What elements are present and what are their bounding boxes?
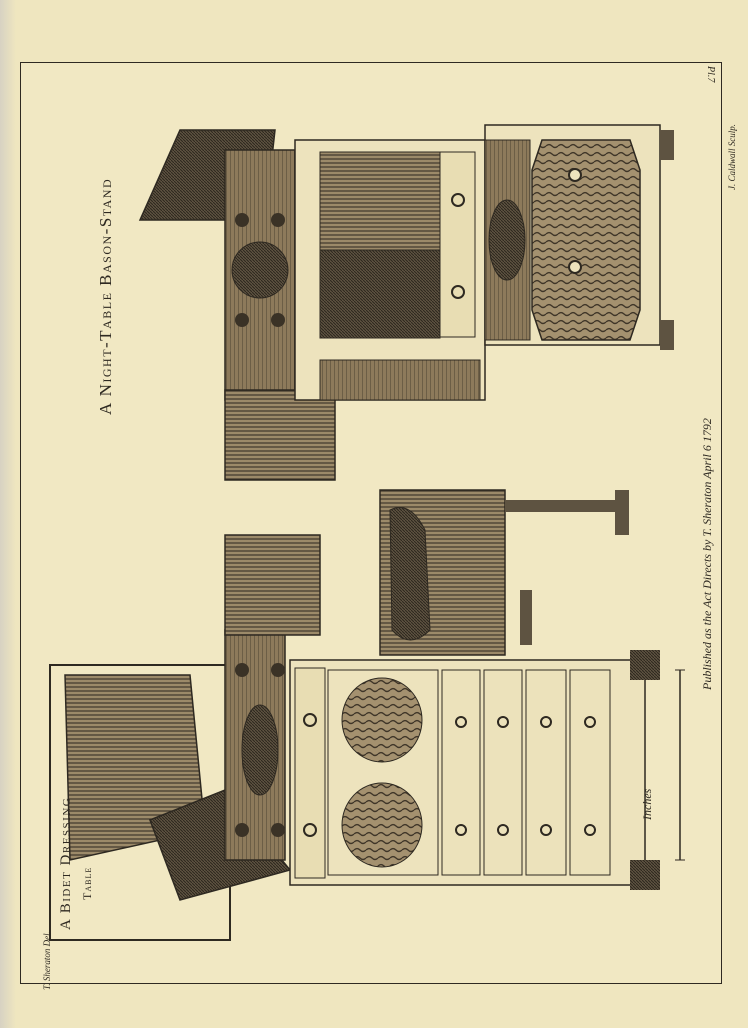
- bidet-table-drawing: [49, 489, 685, 941]
- night-table-drawing: [138, 124, 674, 481]
- plate-number: Pl.7: [705, 66, 716, 83]
- draftsman-credit: T. Sheraton Del.: [42, 931, 52, 990]
- publication-line: Published as the Act Directs by T. Shera…: [700, 418, 714, 690]
- engraver-credit: J. Caldwall Sculp.: [727, 124, 737, 190]
- night-table-title: A Night-Table Bason-Stand: [96, 177, 115, 415]
- bidet-table-title-line2: Table: [80, 866, 94, 900]
- bidet-table-title-line1: A Bidet Dressing: [58, 796, 74, 930]
- furniture-engraving: [49, 124, 685, 941]
- page-edge: [0, 0, 16, 1028]
- scale-label: Inches: [640, 788, 654, 820]
